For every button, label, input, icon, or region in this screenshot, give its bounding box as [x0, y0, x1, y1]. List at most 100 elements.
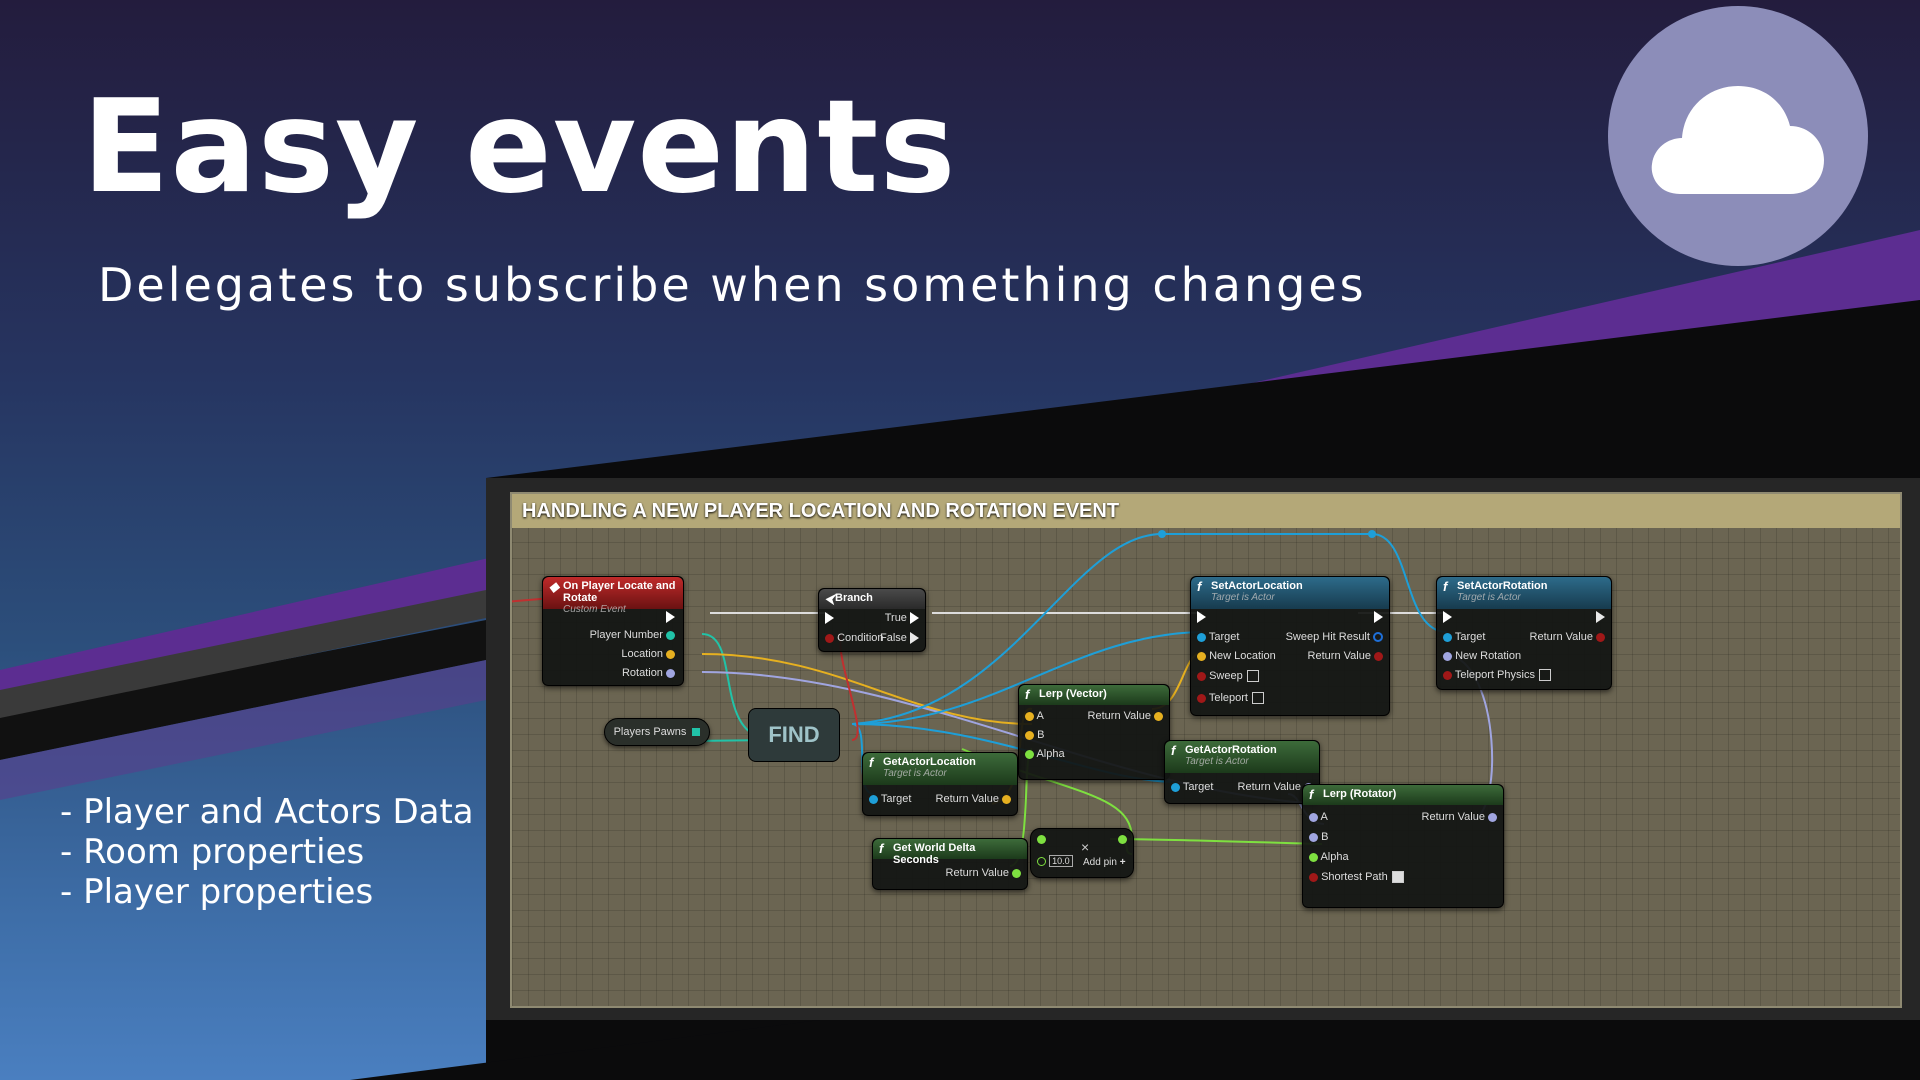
pin[interactable]	[1443, 632, 1452, 642]
array-pin-icon[interactable]	[692, 728, 701, 737]
node-title: Lerp (Rotator)	[1323, 788, 1397, 800]
sweep-checkbox[interactable]	[1246, 670, 1259, 683]
set-actor-location-node[interactable]: f SetActorLocation Target is Actor Targe…	[1190, 576, 1390, 716]
teleport-physics-checkbox[interactable]	[1538, 669, 1551, 682]
pin[interactable]	[1197, 693, 1206, 703]
pin-label: True	[884, 612, 907, 624]
pin[interactable]	[1443, 670, 1452, 680]
pin-label: Sweep Hit Result	[1285, 631, 1370, 643]
pin-label: Return Value	[935, 793, 999, 805]
node-title: On Player Locate and Rotate	[563, 580, 676, 604]
exec-out-pin[interactable]	[1596, 611, 1605, 624]
pin[interactable]	[1197, 632, 1206, 642]
pin[interactable]	[869, 794, 878, 804]
pin-label: Player Number	[589, 629, 663, 641]
pin-label: Target	[1182, 781, 1214, 793]
pin-label: False	[880, 632, 907, 644]
lerp-vector-node[interactable]: f Lerp (Vector) A Return Value B Alpha	[1018, 684, 1170, 780]
pin[interactable]	[666, 630, 675, 640]
comment-box-header[interactable]: HANDLING A NEW PLAYER LOCATION AND ROTAT…	[512, 494, 1900, 528]
pin[interactable]	[1154, 711, 1163, 721]
pin[interactable]	[825, 633, 834, 643]
pin[interactable]	[666, 649, 675, 659]
pin[interactable]	[1309, 872, 1318, 882]
branch-node[interactable]: ⮜ Branch True Condition False	[818, 588, 926, 652]
node-title: Branch	[835, 592, 873, 604]
node-title: FIND	[768, 722, 820, 747]
pin[interactable]	[1309, 852, 1318, 862]
pin[interactable]	[1197, 651, 1206, 661]
pin[interactable]	[1596, 632, 1605, 642]
pin[interactable]	[666, 668, 675, 678]
bullet-item: - Player properties	[60, 872, 374, 912]
pin[interactable]	[1037, 834, 1046, 844]
get-world-delta-seconds-node[interactable]: f Get World Delta Seconds Return Value	[872, 838, 1028, 890]
exec-in-pin[interactable]	[1443, 611, 1452, 624]
shortest-path-checkbox[interactable]	[1391, 871, 1404, 884]
node-title: Lerp (Vector)	[1039, 688, 1107, 700]
set-actor-rotation-node[interactable]: f SetActorRotation Target is Actor Targe…	[1436, 576, 1612, 690]
pin-label: Return Value	[945, 867, 1009, 879]
pin-label: New Location	[1209, 650, 1276, 662]
multiply-value-field[interactable]: 10.0	[1049, 855, 1073, 867]
lerp-rotator-node[interactable]: f Lerp (Rotator) A Return Value B Alpha …	[1302, 784, 1504, 908]
pin-label: Return Value	[1087, 710, 1151, 722]
exec-in-pin[interactable]	[1197, 611, 1206, 624]
pin[interactable]	[1374, 651, 1383, 661]
node-title: GetActorRotation	[1185, 744, 1277, 756]
pin[interactable]	[1025, 730, 1034, 740]
pin[interactable]	[1118, 834, 1127, 844]
pin-label: A	[1036, 710, 1044, 722]
pin-label: Alpha	[1036, 748, 1065, 760]
pin-label: New Rotation	[1455, 650, 1522, 662]
slide-subtitle: Delegates to subscribe when something ch…	[98, 258, 1367, 312]
pin[interactable]	[1309, 832, 1318, 842]
players-pawns-variable[interactable]: Players Pawns	[604, 718, 710, 746]
exec-in-pin[interactable]	[825, 612, 834, 625]
find-node[interactable]: FIND	[748, 708, 840, 762]
pin-label: Target	[1208, 631, 1240, 643]
exec-false-pin[interactable]	[910, 632, 919, 645]
teleport-checkbox[interactable]	[1252, 692, 1264, 705]
pin[interactable]	[1025, 711, 1034, 721]
pin-label: Location	[621, 648, 663, 660]
pin[interactable]	[1025, 749, 1034, 759]
pin-label: Rotation	[621, 667, 663, 679]
variable-label: Players Pawns	[613, 726, 687, 738]
pin[interactable]	[1488, 812, 1497, 822]
pin[interactable]	[1012, 868, 1021, 878]
exec-true-pin[interactable]	[910, 612, 919, 625]
multiply-node[interactable]: × 10.0 Add pin +	[1030, 828, 1134, 878]
bullet-item: - Player and Actors Data	[60, 792, 474, 832]
exec-out-pin[interactable]	[1374, 611, 1383, 624]
add-pin-button[interactable]: Add pin	[1083, 857, 1117, 868]
node-subtitle: Target is Actor	[1211, 592, 1275, 603]
node-title: Get World Delta Seconds	[893, 842, 976, 866]
pin[interactable]	[1037, 856, 1046, 866]
pin-label: Return Value	[1529, 631, 1593, 643]
plus-icon[interactable]: +	[1119, 857, 1126, 868]
pin[interactable]	[1443, 651, 1452, 661]
pin-label: Return Value	[1237, 781, 1301, 793]
pin-label: Condition	[837, 632, 884, 644]
pin-label: Alpha	[1320, 851, 1349, 863]
pin[interactable]	[1197, 671, 1206, 681]
node-title: SetActorRotation	[1457, 580, 1548, 592]
bullet-list: - Player and Actors Data - Room properti…	[60, 792, 474, 912]
blueprint-graph[interactable]: HANDLING A NEW PLAYER LOCATION AND ROTAT…	[510, 492, 1902, 1008]
pin[interactable]	[1309, 812, 1318, 822]
pin-label: A	[1320, 811, 1328, 823]
exec-out-pin[interactable]	[666, 611, 675, 624]
custom-event-node[interactable]: ◆ On Player Locate and Rotate Custom Eve…	[542, 576, 684, 686]
pin-label: Return Value	[1421, 811, 1485, 823]
pin[interactable]	[1373, 632, 1383, 643]
pin-label: Return Value	[1307, 650, 1371, 662]
pin-label: Teleport	[1208, 692, 1248, 704]
pin-label: B	[1321, 831, 1329, 843]
get-actor-rotation-node[interactable]: f GetActorRotation Target is Actor Targe…	[1164, 740, 1320, 804]
pin[interactable]	[1002, 794, 1011, 804]
get-actor-location-node[interactable]: f GetActorLocation Target is Actor Targe…	[862, 752, 1018, 816]
pin[interactable]	[1171, 782, 1180, 792]
node-subtitle: Target is Actor	[1185, 756, 1249, 767]
pin-label: Sweep	[1209, 670, 1243, 682]
